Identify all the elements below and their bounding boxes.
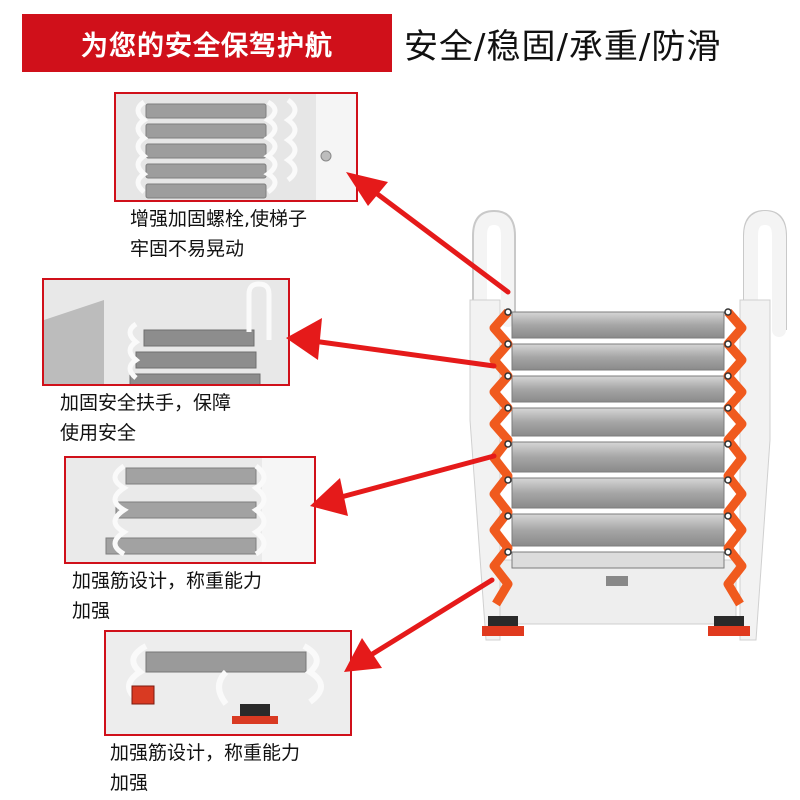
detail-photo-handrail <box>42 278 290 386</box>
caption-bolts: 增强加固螺栓,使梯子 牢固不易晃动 <box>130 208 308 260</box>
anti-slip-feet <box>482 616 750 636</box>
ribs-illustration <box>66 458 314 562</box>
feet-illustration <box>106 632 350 734</box>
tagline: 安全/稳固/承重/防滑 <box>404 26 722 67</box>
headline-banner: 为您的安全保驾护航 <box>22 14 392 72</box>
callout-arrows <box>303 187 511 661</box>
caption-handrail: 加固安全扶手，保障 使用安全 <box>60 392 232 444</box>
caption-ribs: 加强筋设计，称重能力 加强 <box>72 570 263 622</box>
hinges-left <box>489 309 513 607</box>
handrail-right <box>744 210 786 337</box>
bolts-illustration <box>116 94 356 200</box>
hinges-right <box>723 309 747 607</box>
headline-text: 为您的安全保驾护航 <box>81 30 333 62</box>
detail-photo-bolts <box>114 92 358 202</box>
detail-photo-ribs <box>64 456 316 564</box>
handrail-illustration <box>44 280 288 384</box>
handrail-left <box>473 210 515 327</box>
ladder-steps <box>511 311 725 569</box>
detail-photo-feet <box>104 630 352 736</box>
ladder-base <box>499 559 737 625</box>
caption-feet: 加强筋设计，称重能力 加强 <box>110 742 301 794</box>
